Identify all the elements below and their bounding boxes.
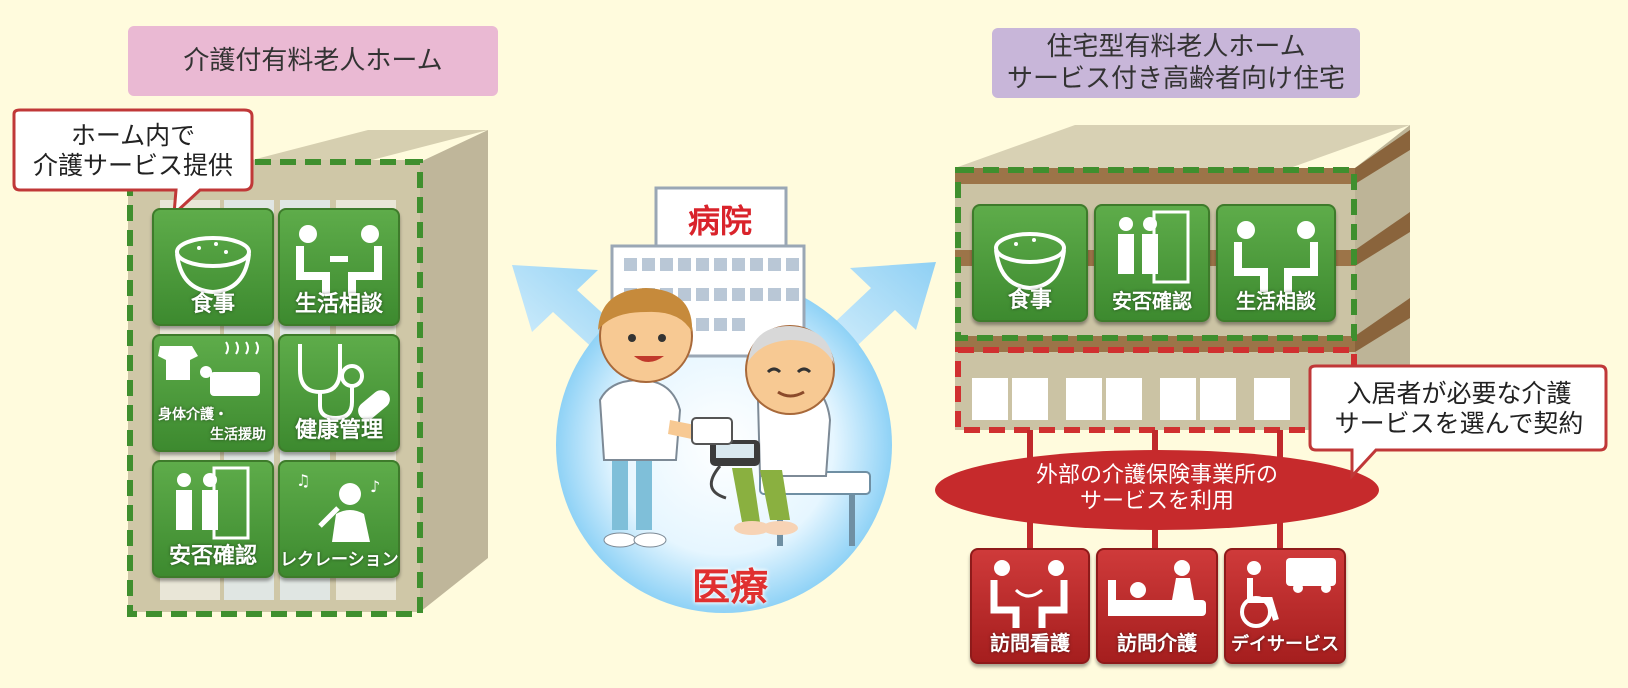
external-service-oval xyxy=(935,450,1379,530)
tile-personal-care-label-line1: 身体介護・ xyxy=(158,406,228,423)
tile-safety-check-right: 安否確認 xyxy=(1094,204,1210,322)
svg-text:♪: ♪ xyxy=(370,477,380,496)
right-callout-line1: 入居者が必要な介護 xyxy=(1346,379,1572,408)
rice-bowl-icon xyxy=(175,236,251,295)
tile-meal-right: 食事 xyxy=(972,204,1088,322)
svg-text:♫: ♫ xyxy=(296,471,310,490)
right-green-dashed-frame xyxy=(955,167,1357,341)
tile-life-consultation-label: 生活相談 xyxy=(294,292,383,317)
tile-home-nursing: 訪問看護 xyxy=(970,548,1090,664)
tile-recreation: ♫ ♪ レクレーション xyxy=(278,460,400,578)
consultation-icon xyxy=(1234,221,1318,292)
day-service-icon xyxy=(1240,558,1336,628)
tile-life-consultation-right-label: 生活相談 xyxy=(1236,289,1316,313)
tile-meal: 食事 xyxy=(152,208,274,326)
external-service-line2: サービスを利用 xyxy=(1079,489,1234,515)
tile-recreation-label: レクレーション xyxy=(280,550,399,570)
left-facility-title-text: 介護付有料老人ホーム xyxy=(183,45,443,76)
hospital-label: 病院 xyxy=(687,202,752,240)
left-facility-title: 介護付有料老人ホーム xyxy=(128,26,498,96)
right-facility-title: 住宅型有料老人ホーム サービス付き高齢者向け住宅 xyxy=(992,28,1360,98)
tile-safety-check: 安否確認 xyxy=(152,460,274,578)
home-nursing-icon xyxy=(990,560,1068,628)
tile-day-service: デイサービス xyxy=(1224,548,1346,664)
tile-meal-label: 食事 xyxy=(190,292,235,317)
medical-label: 医療 xyxy=(691,565,768,609)
rice-bowl-icon xyxy=(994,232,1066,291)
right-callout xyxy=(1308,364,1608,480)
karaoke-icon: ♫ ♪ xyxy=(296,471,380,542)
external-service-line1: 外部の介護保険事業所の xyxy=(1035,463,1278,488)
left-callout xyxy=(12,108,254,218)
tile-meal-right-label: 食事 xyxy=(1007,288,1052,313)
tile-safety-check-right-label: 安否確認 xyxy=(1112,289,1192,313)
left-callout-line1: ホーム内で xyxy=(70,121,196,150)
bath-care-icon xyxy=(158,341,260,396)
tile-personal-care-label-line2: 生活援助 xyxy=(210,426,266,443)
left-callout-text: ホーム内で 介護サービス提供 xyxy=(14,112,252,190)
right-facility-title-line2: サービス付き高齢者向け住宅 xyxy=(1006,64,1345,94)
elderly-patient-illustration xyxy=(691,325,871,546)
tile-day-service-label: デイサービス xyxy=(1231,634,1339,655)
right-callout-text: 入居者が必要な介護 サービスを選んで契約 xyxy=(1312,368,1606,450)
consultation-icon xyxy=(296,225,382,296)
tile-health-management: 健康管理 xyxy=(278,334,400,452)
tile-life-consultation: 生活相談 xyxy=(278,208,400,326)
stethoscope-icon xyxy=(298,344,390,421)
nurse-illustration xyxy=(598,288,710,548)
left-callout-line2: 介護サービス提供 xyxy=(32,151,233,180)
left-dashed-frame xyxy=(127,159,423,617)
tile-home-nursing-label: 訪問看護 xyxy=(990,631,1070,655)
right-facility-title-line1: 住宅型有料老人ホーム xyxy=(1046,31,1306,62)
door-check-icon xyxy=(1118,210,1190,284)
tile-personal-care: 身体介護・ 生活援助 xyxy=(152,334,274,452)
tile-home-care: 訪問介護 xyxy=(1096,548,1218,664)
tile-life-consultation-right: 生活相談 xyxy=(1216,204,1336,322)
tile-health-management-label: 健康管理 xyxy=(294,418,383,443)
external-service-text: 外部の介護保険事業所の サービスを利用 xyxy=(942,463,1372,516)
right-callout-line2: サービスを選んで契約 xyxy=(1334,409,1584,438)
home-care-icon xyxy=(1108,560,1206,616)
tile-home-care-label: 訪問介護 xyxy=(1117,631,1197,655)
tile-safety-check-label: 安否確認 xyxy=(168,544,257,569)
door-check-icon xyxy=(176,466,250,540)
